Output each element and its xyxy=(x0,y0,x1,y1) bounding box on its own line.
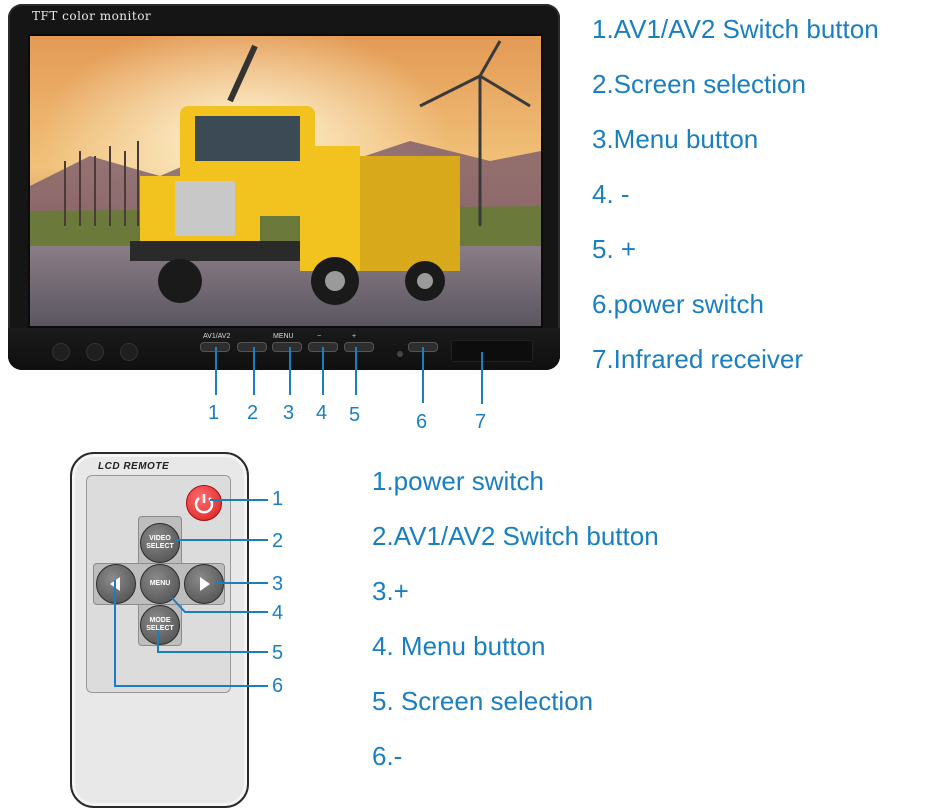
menu-button[interactable] xyxy=(272,342,302,352)
monitor-legend-item: 4. - xyxy=(592,179,630,209)
remote-video-select-button[interactable]: VIDEO SELECT xyxy=(140,523,180,563)
monitor-legend-item: 2.Screen selection xyxy=(592,69,806,99)
remote-callout-5: 5 xyxy=(272,642,284,664)
power-led xyxy=(397,351,403,357)
monitor-brand-label: TFT color monitor xyxy=(32,9,152,23)
remote-legend-item: 1.power switch xyxy=(372,466,544,496)
minus-button-label: − xyxy=(317,333,322,340)
menu-button-label: MENU xyxy=(273,333,294,340)
callout-line xyxy=(355,347,357,395)
remote-brand-label: LCD REMOTE xyxy=(98,461,170,472)
monitor-callout-2: 2 xyxy=(247,402,259,424)
callout-line xyxy=(215,347,217,395)
remote-legend-item: 4. Menu button xyxy=(372,631,546,661)
remote-legend-item: 2.AV1/AV2 Switch button xyxy=(372,521,659,551)
monitor-hole xyxy=(52,343,70,361)
remote-mode-select-button[interactable]: MODE SELECT xyxy=(140,605,180,645)
remote-legend-item: 3.+ xyxy=(372,576,409,606)
menu-label: MENU xyxy=(149,580,171,587)
truck-scene-image xyxy=(30,36,541,326)
right-arrow-icon xyxy=(200,577,210,591)
callout-line xyxy=(322,347,324,395)
remote-callout-4: 4 xyxy=(272,602,284,624)
callout-line xyxy=(289,347,291,395)
callout-line xyxy=(422,347,424,403)
monitor-legend-item: 1.AV1/AV2 Switch button xyxy=(592,14,879,44)
monitor-legend-item: 3.Menu button xyxy=(592,124,759,154)
callout-line xyxy=(253,347,255,395)
video-select-label: VIDEO SELECT xyxy=(146,535,174,550)
remote-callout-3: 3 xyxy=(272,573,284,595)
plus-button[interactable] xyxy=(344,342,374,352)
plus-button-label: + xyxy=(352,333,357,340)
av-switch-label: AV1/AV2 xyxy=(203,333,231,340)
remote-legend-item: 5. Screen selection xyxy=(372,686,594,716)
monitor-callout-5: 5 xyxy=(349,404,361,426)
monitor-callout-4: 4 xyxy=(316,402,328,424)
remote-power-button[interactable] xyxy=(186,485,222,521)
callout-line xyxy=(481,352,483,404)
remote-legend-item: 6.- xyxy=(372,741,403,771)
monitor-callout-6: 6 xyxy=(416,411,428,433)
monitor-hole xyxy=(86,343,104,361)
monitor-legend-item: 7.Infrared receiver xyxy=(592,344,803,374)
monitor-callout-7: 7 xyxy=(475,411,487,433)
monitor-callout-3: 3 xyxy=(283,402,295,424)
monitor-callout-1: 1 xyxy=(208,402,220,424)
monitor-legend-item: 5. + xyxy=(592,234,637,264)
remote-callout-2: 2 xyxy=(272,530,284,552)
remote-callout-1: 1 xyxy=(272,488,284,510)
screen-select-button[interactable] xyxy=(237,342,267,352)
remote-menu-button[interactable]: MENU xyxy=(140,564,180,604)
mode-select-label: MODE SELECT xyxy=(146,617,174,632)
monitor-legend-item: 6.power switch xyxy=(592,289,764,319)
infrared-receiver xyxy=(451,340,533,362)
monitor-hole xyxy=(120,343,138,361)
power-icon xyxy=(194,494,214,514)
monitor-screen xyxy=(28,34,543,328)
remote-callout-6: 6 xyxy=(272,675,284,697)
